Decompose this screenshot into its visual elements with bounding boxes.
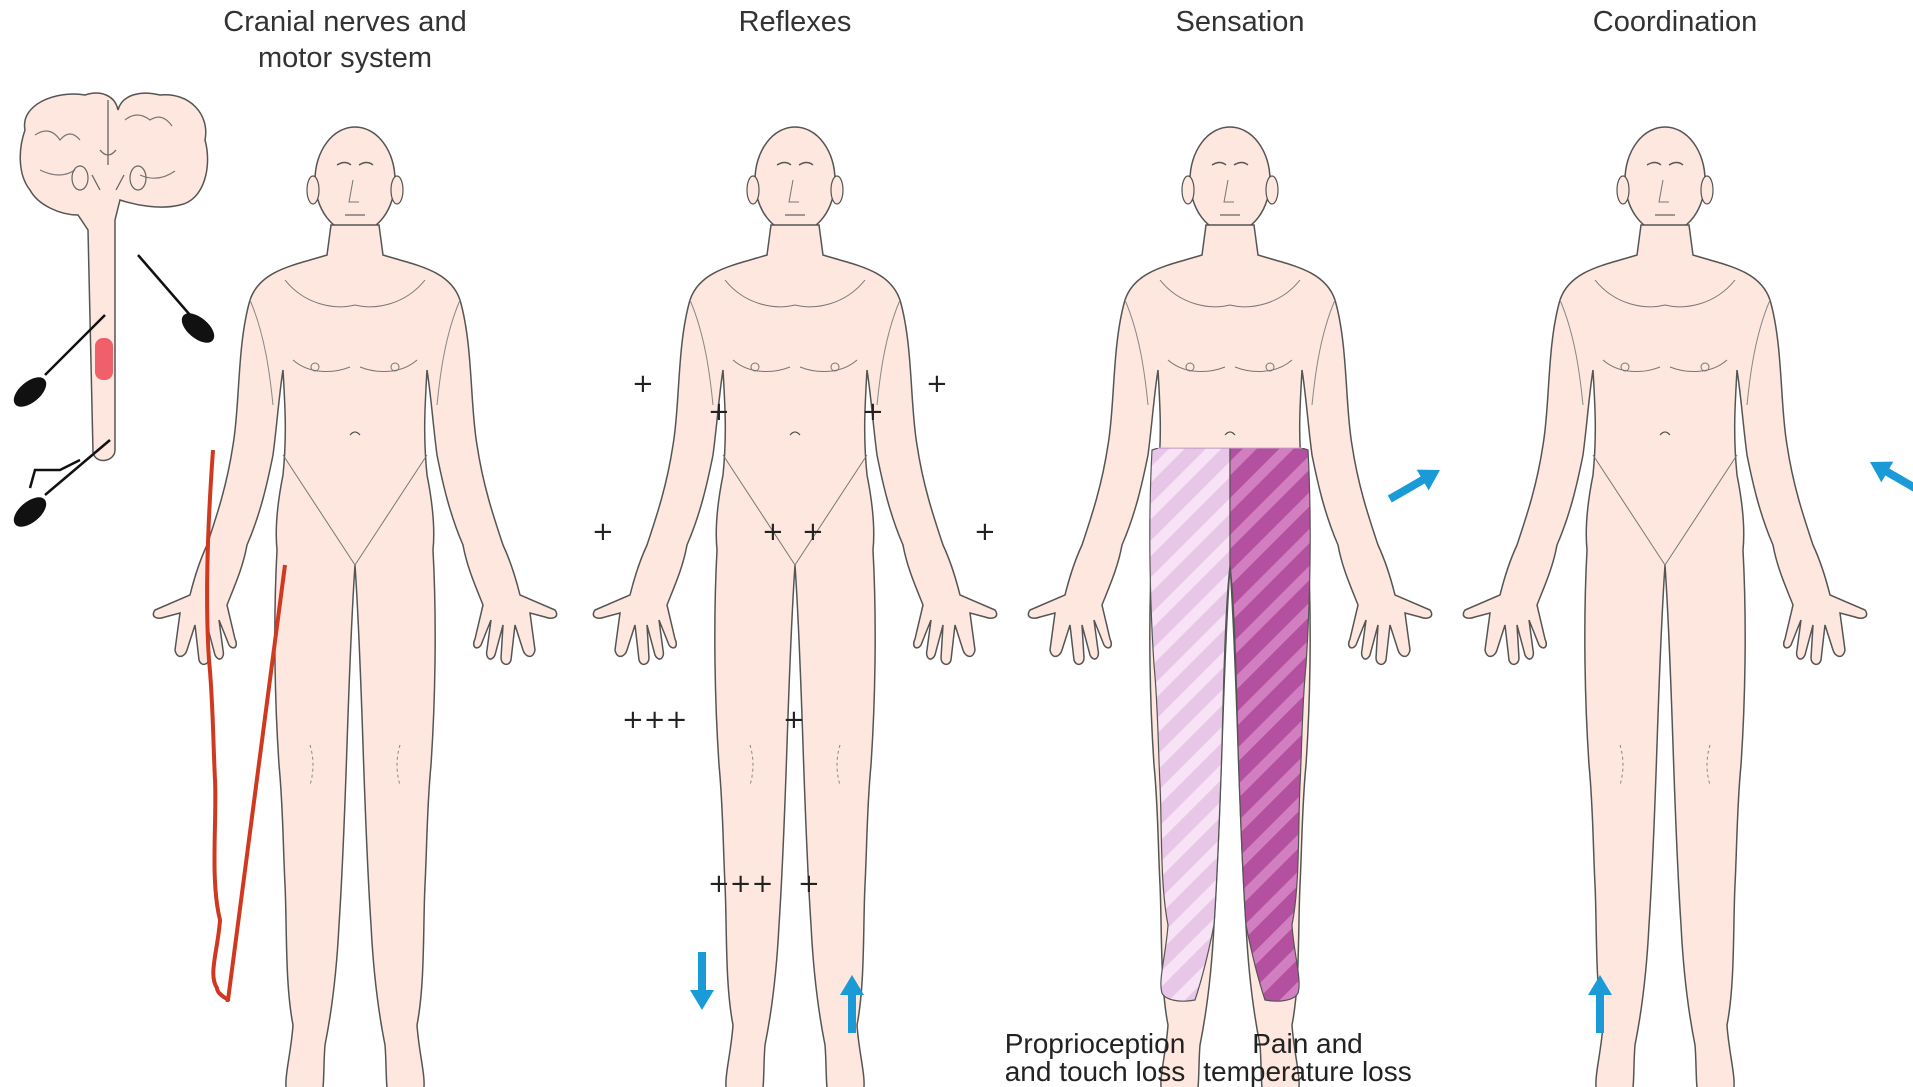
reflex-mark-biceps-right: + [926, 369, 948, 399]
reflex-mark-groin-left: + [762, 517, 784, 547]
caption-pain-temperature: Pain and temperature loss [1195, 1030, 1420, 1086]
reflex-mark-groin-right: + [802, 517, 824, 547]
reflex-mark-biceps-left: + [632, 369, 654, 399]
reflex-mark-ankle-left: +++ [708, 869, 773, 899]
sensory-loss-area [1150, 448, 1310, 1001]
reflex-mark-ankle-right: + [798, 869, 820, 899]
reflex-mark-supinator-right: + [974, 517, 996, 547]
arrow-up-icon [690, 952, 714, 1010]
arrow-diagonal-icon [1864, 452, 1913, 502]
brain-spinal-cord-icon [20, 93, 207, 460]
lesion-marker [95, 338, 113, 380]
figure-reflexes [593, 127, 996, 1087]
caption-proprioception: Proprioception and touch loss [995, 1030, 1195, 1086]
arrow-diagonal-icon [1384, 460, 1446, 510]
reflex-mark-knee-right: + [783, 705, 805, 735]
reflex-mark-knee-left: +++ [622, 705, 687, 735]
reflex-mark-abdominal-right: + [862, 397, 884, 427]
figure-motor [153, 127, 556, 1087]
reflex-mark-supinator-left: + [592, 517, 614, 547]
figure-coordination [1463, 127, 1866, 1087]
reflex-mark-abdominal-left: + [708, 397, 730, 427]
figure-sensation [1028, 127, 1431, 1087]
